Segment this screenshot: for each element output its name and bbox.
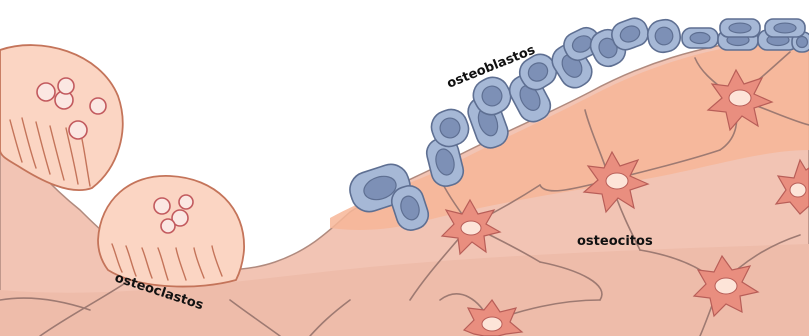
osteocyte-nucleus: [482, 317, 502, 331]
osteocyte-nucleus: [461, 221, 481, 235]
osteocytes-label: osteocitos: [577, 234, 653, 249]
osteocyte-nucleus: [790, 183, 806, 197]
osteoblast-13: [645, 17, 682, 54]
osteoblast-nucleus: [690, 33, 710, 44]
osteocyte-nucleus: [715, 278, 737, 294]
osteoblast-nucleus: [729, 23, 751, 33]
osteocyte-nucleus: [729, 90, 751, 106]
osteoblast-18: [720, 19, 760, 37]
osteoblast-14: [682, 28, 718, 48]
osteoclast-2: [98, 176, 244, 287]
osteoblast-nucleus: [797, 37, 808, 48]
osteoblast-nucleus: [774, 23, 796, 33]
osteoblast-19: [765, 19, 805, 37]
osteocyte-nucleus: [606, 173, 628, 189]
